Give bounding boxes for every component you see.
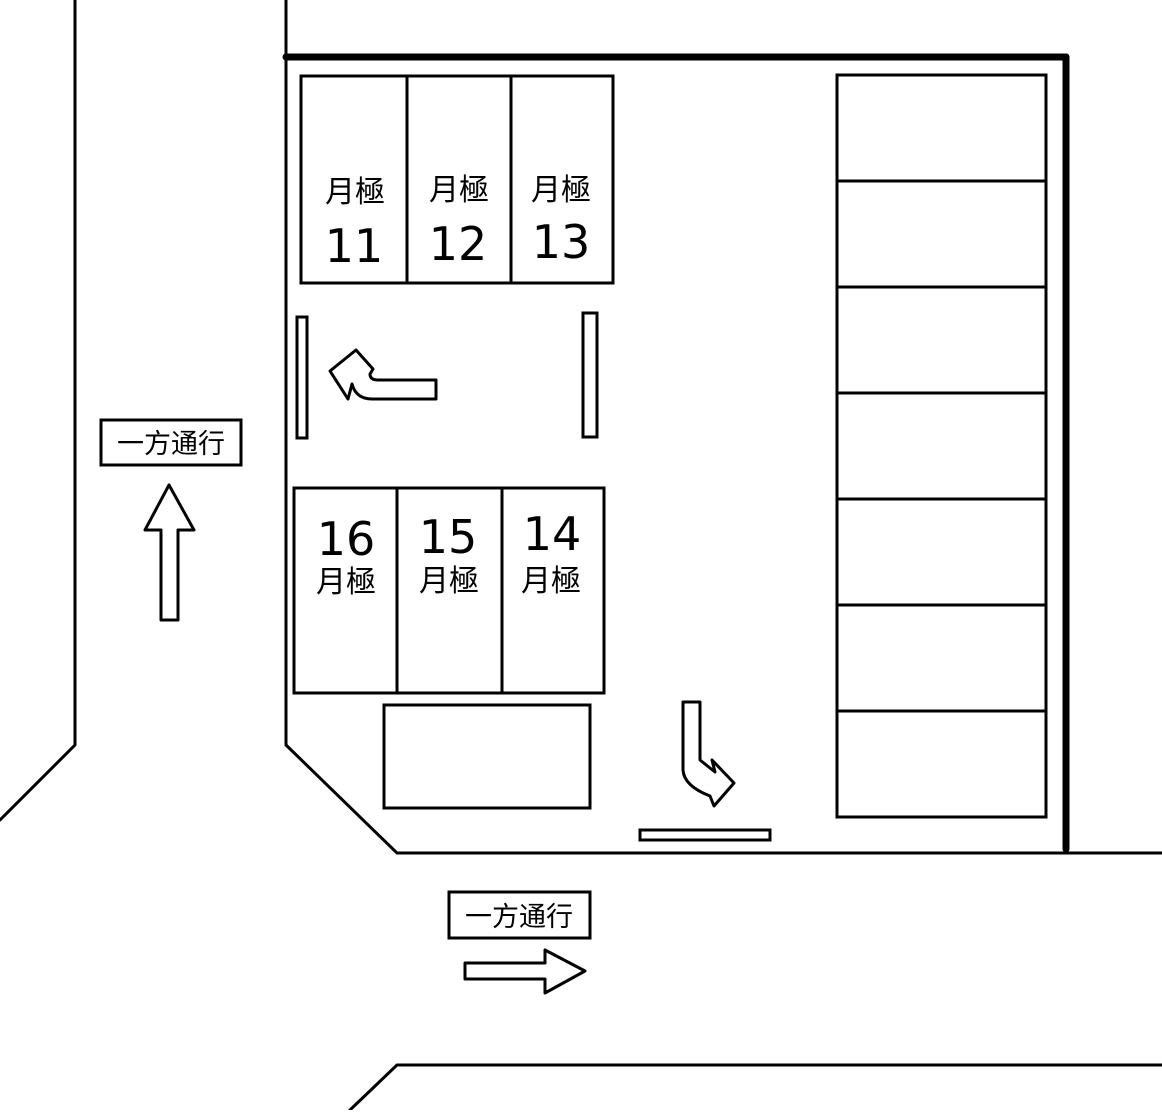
parking-space-16: 16 月極 (316, 512, 376, 600)
south-one-way-sign: 一方通行 (447, 890, 592, 940)
west-one-way-sign: 一方通行 (99, 418, 243, 467)
space-type-label: 月極 (429, 173, 489, 208)
arrow-left-turn-up-icon (328, 348, 438, 401)
top-parking-row: 月極 11 月極 12 月極 13 (299, 74, 615, 285)
space-number: 14 (523, 507, 582, 561)
space-type-label: 月極 (531, 173, 591, 208)
curb-stops (295, 311, 772, 842)
right-column-dividers (835, 179, 1048, 713)
lot-walls (282, 53, 1070, 853)
sign-text: 一方通行 (117, 429, 225, 460)
arrow-right-icon (463, 948, 587, 995)
bottom-parking-row: 16 月極 15 月極 14 月極 (292, 486, 606, 695)
south-street-bottom-curb (348, 1063, 1162, 1112)
parking-space-15: 15 月極 (419, 510, 479, 599)
right-column-frame (835, 73, 1048, 819)
space-type-label: 月極 (325, 175, 385, 210)
arrow-down-turn-right-icon (681, 700, 736, 808)
right-parking-column (835, 73, 1048, 819)
west-street-left-curb (0, 0, 77, 822)
parking-space-13: 月極 13 (531, 173, 591, 269)
lot-west-south-edge (284, 0, 1162, 855)
sign-text: 一方通行 (465, 902, 573, 933)
parking-space-12: 月極 12 (429, 173, 489, 271)
space-number: 12 (429, 217, 488, 271)
sign-frame (447, 890, 592, 940)
space-number: 15 (419, 510, 478, 564)
top-row-frame (299, 74, 615, 285)
bottom-row-frame (292, 486, 606, 695)
sign-frame (99, 418, 243, 467)
space-type-label: 月極 (316, 565, 376, 600)
space-number: 13 (532, 215, 591, 269)
parking-space-14: 14 月極 (521, 507, 581, 599)
arrow-up-icon (143, 483, 196, 622)
space-type-label: 月極 (521, 564, 581, 599)
unlabeled-space (382, 703, 592, 810)
left-curb-stop (295, 315, 309, 440)
center-curb-stop (581, 311, 599, 439)
space-number: 16 (317, 512, 376, 566)
entrance-curb-stop (638, 828, 772, 842)
parking-space-11: 月極 11 (325, 175, 385, 273)
space-number: 11 (325, 219, 384, 273)
space-type-label: 月極 (419, 564, 479, 599)
